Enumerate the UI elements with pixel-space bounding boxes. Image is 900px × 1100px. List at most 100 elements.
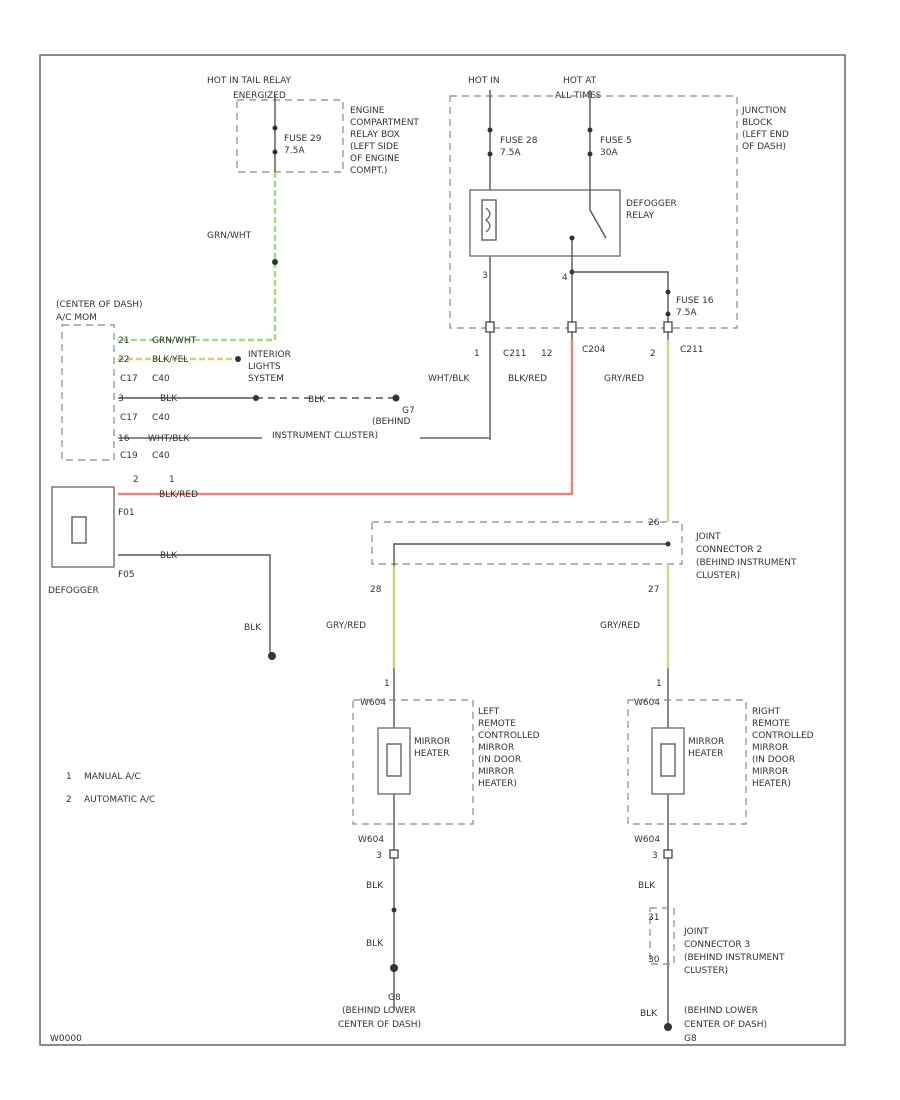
blk-red-wire-label: BLK/RED <box>508 374 547 384</box>
jc2-pin26: 26 <box>648 518 660 528</box>
jc2-splice <box>665 541 671 547</box>
right-behind-lower: (BEHIND LOWER <box>684 1006 758 1016</box>
fuse28-amp: 7.5A <box>500 148 521 158</box>
jc3-outline <box>649 907 675 965</box>
g7-ground-icon <box>392 394 400 402</box>
fuse5-amp: 30A <box>600 148 618 158</box>
gry-red-right-label: GRY/RED <box>600 621 640 631</box>
left-blk1-label: BLK <box>366 881 384 891</box>
relay-switch-node <box>569 235 575 241</box>
junction-block-outline <box>449 95 738 329</box>
blk-g-label: BLK <box>244 623 262 633</box>
fuse29-bottom-node <box>272 149 278 155</box>
c16-wire-label: WHT/BLK <box>148 434 190 444</box>
fuse28-top-node <box>487 127 493 133</box>
diagram-frame <box>39 54 846 1046</box>
right-mirror-label: RIGHT REMOTE CONTROLLED MIRROR (IN DOOR … <box>752 707 816 789</box>
gry-red-left-label: GRY/RED <box>326 621 366 631</box>
blk-a-label: BLK <box>160 394 178 404</box>
all-times-label: ALL TIMES <box>555 91 602 101</box>
center-dash-label: (CENTER OF DASH) <box>56 300 143 310</box>
jc3-pin30: 30 <box>648 955 660 965</box>
hot-tail-relay-label: HOT IN TAIL RELAY <box>207 76 292 86</box>
c19-label: C19 <box>120 451 138 461</box>
right-mirror-pin: 1 <box>656 679 662 689</box>
defogger-ground-wire <box>118 554 271 656</box>
defogger-relay-label: DEFOGGER RELAY <box>626 199 680 221</box>
blk-b-label: BLK <box>308 395 326 405</box>
fuse5-top-node <box>587 127 593 133</box>
c40c-label: C40 <box>152 451 170 461</box>
jc3-pin31: 31 <box>648 913 659 923</box>
left-blk2-label: BLK <box>366 939 384 949</box>
fuse29-amp: 7.5A <box>284 146 305 156</box>
engine-relay-box-label: ENGINE COMPARTMENT RELAY BOX (LEFT SIDE … <box>350 106 422 176</box>
legend-2-text: AUTOMATIC A/C <box>84 795 155 805</box>
legend-1-num: 1 <box>66 772 72 782</box>
defogger-label: DEFOGGER <box>48 586 99 596</box>
right-mirror-conn: W604 <box>634 698 660 708</box>
grn-wht-wire <box>118 172 277 342</box>
right-blk1-label: BLK <box>638 881 656 891</box>
defog-blk-label: BLK <box>160 551 178 561</box>
right-g8-label: G8 <box>684 1034 697 1044</box>
c21-wire-label: GRN/WHT <box>152 336 197 346</box>
jc2-pin27: 27 <box>648 585 659 595</box>
c211b-label: C211 <box>680 345 703 355</box>
c211-right-terminal <box>663 321 673 333</box>
left-g8-label: G8 <box>388 993 401 1003</box>
left-ground-splice <box>391 907 397 913</box>
fuse29-name: FUSE 29 <box>284 134 322 144</box>
fuse5-bottom-node <box>587 151 593 157</box>
right-g8-ground-icon <box>664 1023 672 1031</box>
left-mirror-label: LEFT REMOTE CONTROLLED MIRROR (IN DOOR M… <box>478 707 542 789</box>
c211a-pin: 1 <box>474 349 480 359</box>
footer-code: W0000 <box>50 1034 82 1044</box>
c17-label: C17 <box>120 374 138 384</box>
jc3-label: JOINT CONNECTOR 3 (BEHIND INSTRUMENT CLU… <box>683 927 787 976</box>
left-ground-conn: W604 <box>358 835 384 845</box>
ac-mom-label: A/C MOM <box>56 313 97 323</box>
blk-splice <box>253 395 259 401</box>
right-mirror-heater-icon <box>660 743 676 777</box>
fuse28-name: FUSE 28 <box>500 136 538 146</box>
left-mirror-conn: W604 <box>360 698 386 708</box>
c21-pin-label: 21 <box>118 336 129 346</box>
fuse5-name: FUSE 5 <box>600 136 632 146</box>
left-mirror-pin: 1 <box>384 679 390 689</box>
left-behind-lower: (BEHIND LOWER <box>342 1006 416 1016</box>
behind-ic-label: (BEHIND <box>372 417 411 427</box>
fuse16-top-node <box>665 289 671 295</box>
left-ground-pin: 3 <box>376 851 382 861</box>
center-dash-connector-outline <box>61 324 115 461</box>
energized-label: ENERGIZED <box>233 91 286 101</box>
g7-label: G7 <box>402 406 415 416</box>
fuse16-amp: 7.5A <box>676 308 697 318</box>
right-ground-terminal <box>663 849 673 859</box>
pin3-label: 3 <box>118 394 124 404</box>
fuse16-name: FUSE 16 <box>676 296 714 306</box>
c211a-label: C211 <box>503 349 526 359</box>
jc2-pin28: 28 <box>370 585 382 595</box>
defogger-ground-icon <box>268 652 276 660</box>
relay-switch-contact-icon <box>589 209 607 239</box>
fuse29-top-node <box>272 125 278 131</box>
grn-wht-wire-label: GRN/WHT <box>207 231 252 241</box>
c211b-pin: 2 <box>650 349 656 359</box>
right-mirror-outline <box>627 699 747 825</box>
c22-pin-label: 22 <box>118 355 129 365</box>
legend-2-num: 2 <box>66 795 72 805</box>
left-mirror-heater-icon <box>386 743 402 777</box>
legend-1-text: MANUAL A/C <box>84 772 141 782</box>
jc2-label: JOINT CONNECTOR 2 (BEHIND INSTRUMENT CLU… <box>695 532 799 581</box>
interior-lights-node <box>235 356 241 362</box>
right-blk2-label: BLK <box>640 1009 658 1019</box>
left-ground-terminal <box>389 849 399 859</box>
defogger-element-icon <box>71 516 87 544</box>
wht-blk-wire-label: WHT/BLK <box>428 374 470 384</box>
c204-terminal <box>567 321 577 333</box>
defog-wire-label: BLK/RED <box>159 490 198 500</box>
right-ground-pin: 3 <box>652 851 658 861</box>
c17b-label: C17 <box>120 413 138 423</box>
